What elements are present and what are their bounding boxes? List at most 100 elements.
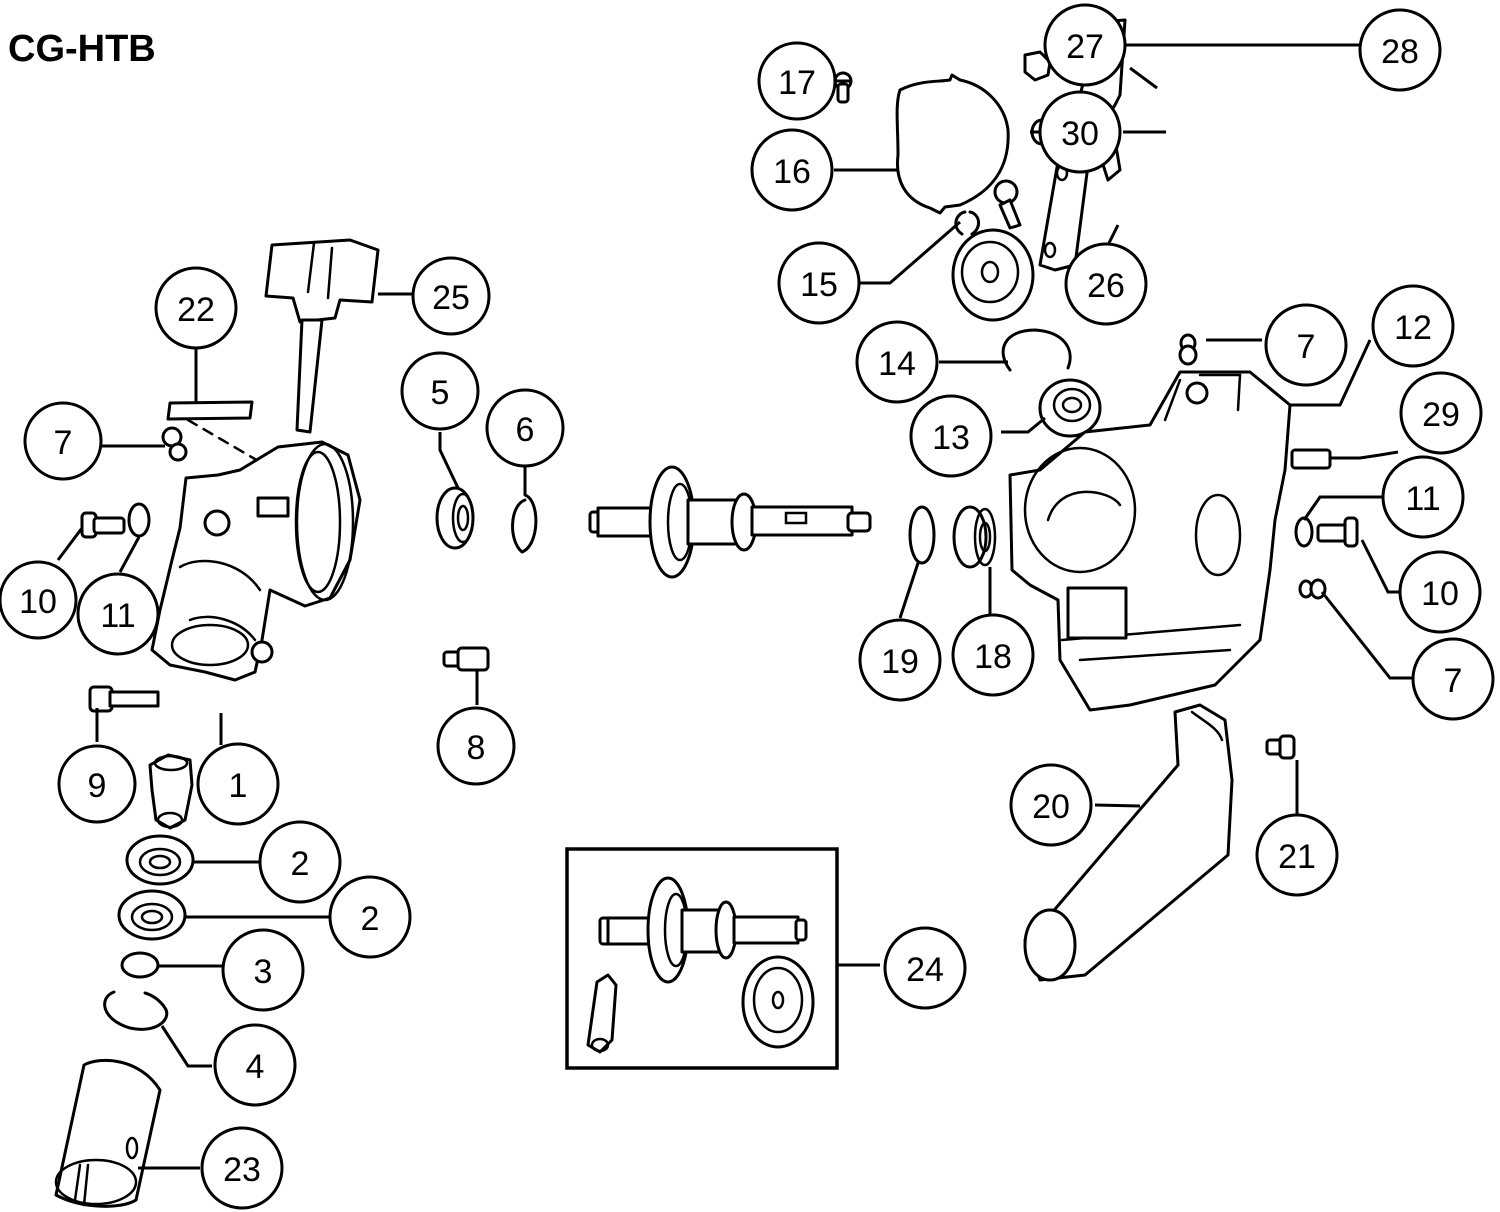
callout-label: 5 — [431, 374, 450, 412]
callout-26: 26 — [1064, 242, 1148, 326]
callout-2-lower: 2 — [328, 875, 412, 959]
callout-label: 7 — [54, 424, 73, 462]
callout-label: 20 — [1032, 788, 1070, 826]
callout-7-lower-right: 7 — [1411, 637, 1495, 721]
part-27-hex-nut — [1023, 50, 1052, 82]
callout-label: 25 — [432, 279, 470, 317]
part-3-o-ring — [120, 951, 160, 979]
callout-7-left: 7 — [23, 401, 103, 481]
part-2-bearing-lower — [117, 889, 187, 941]
callout-9: 9 — [57, 744, 137, 824]
part-1-gear-housing — [150, 440, 362, 682]
part-12-gear-case — [1008, 370, 1292, 712]
callout-8: 8 — [436, 706, 516, 786]
part-17-screw — [833, 71, 853, 104]
callout-29: 29 — [1399, 371, 1483, 455]
callout-11-right: 11 — [1381, 455, 1465, 539]
callout-10-right: 10 — [1398, 550, 1482, 634]
callout-label: 2 — [291, 845, 310, 883]
callout-27: 27 — [1043, 3, 1127, 87]
callout-15: 15 — [777, 241, 861, 325]
callout-label: 11 — [1405, 480, 1440, 518]
part-6-circlip — [511, 493, 538, 554]
callout-22: 22 — [154, 266, 238, 350]
callout-14: 14 — [855, 320, 939, 404]
callout-label: 15 — [800, 266, 838, 304]
callout-label: 23 — [223, 1151, 261, 1189]
callout-12: 12 — [1371, 284, 1455, 368]
part-21-screw — [1265, 734, 1296, 760]
part-15-e-clip — [954, 210, 980, 236]
callout-label: 29 — [1422, 396, 1460, 434]
callout-label: 19 — [881, 643, 919, 681]
part-24-kit-box — [565, 847, 839, 1070]
part-10-bolt-right — [1316, 516, 1359, 548]
callout-label: 3 — [254, 953, 273, 991]
callout-label: 10 — [19, 583, 57, 621]
callout-10-left: 10 — [0, 560, 78, 640]
part-20-guard-arm — [1023, 703, 1234, 982]
callout-11-left: 11 — [76, 572, 160, 656]
callout-19: 19 — [858, 618, 942, 702]
part-5-bearing — [435, 486, 475, 550]
callout-25: 25 — [411, 256, 491, 336]
callout-label: 26 — [1087, 267, 1125, 305]
bevel-gear-disk — [951, 228, 1035, 322]
part-16-cover-plate — [895, 73, 1010, 215]
callout-label: 13 — [932, 419, 970, 457]
callout-13: 13 — [909, 394, 993, 478]
part-19-circlip — [908, 505, 936, 565]
part-7-grease-nipple-lower — [1298, 578, 1327, 600]
callout-7-top-right: 7 — [1264, 303, 1348, 387]
callout-label: 1 — [229, 767, 248, 805]
callout-label: 2 — [361, 900, 380, 938]
part-22-key — [166, 400, 254, 421]
part-4-circlip — [103, 990, 169, 1031]
callout-label: 30 — [1061, 115, 1099, 153]
part-13-bearing — [1038, 378, 1102, 438]
part-23-sleeve-tube — [54, 1058, 162, 1208]
callout-24: 24 — [883, 926, 967, 1010]
pinion-shaft — [148, 753, 194, 830]
part-11-washer-left — [127, 502, 151, 538]
callout-label: 24 — [906, 951, 944, 989]
callout-label: 16 — [773, 153, 811, 191]
callout-label: 6 — [516, 411, 535, 449]
part-9-long-bolt — [88, 685, 160, 713]
part-7-small-bolt-left — [161, 426, 188, 462]
diagram-title: CG-HTB — [8, 28, 156, 70]
part-11-washer-right — [1294, 516, 1314, 548]
part-10-bolt-left — [80, 511, 126, 539]
callout-label: 12 — [1394, 309, 1432, 347]
callout-3: 3 — [221, 928, 305, 1012]
callout-label: 9 — [88, 767, 107, 805]
callout-label: 17 — [778, 64, 816, 102]
part-18-bearing — [952, 505, 997, 569]
callout-label: 8 — [467, 729, 486, 767]
part-7-grease-nipple-top — [1178, 333, 1198, 366]
callout-label: 10 — [1421, 575, 1459, 613]
part-25-t-handle-knob — [264, 238, 380, 434]
callout-17: 17 — [757, 41, 837, 121]
main-shaft-gear — [588, 465, 872, 579]
part-29-pin — [1290, 448, 1332, 470]
callout-label: 28 — [1381, 33, 1419, 71]
callout-label: 18 — [974, 638, 1012, 676]
callout-18: 18 — [951, 613, 1035, 697]
part-2-bearing-upper — [125, 834, 195, 886]
callout-16: 16 — [750, 128, 834, 212]
callout-label: 22 — [177, 291, 215, 329]
callout-label: 27 — [1066, 28, 1104, 66]
callout-6: 6 — [485, 388, 565, 468]
part-22-guide-line — [186, 418, 262, 464]
callout-21: 21 — [1255, 813, 1339, 897]
callout-23: 23 — [200, 1126, 284, 1210]
callout-1: 1 — [196, 742, 280, 826]
callout-28: 28 — [1358, 8, 1442, 92]
part-14-circlip — [1001, 328, 1072, 372]
callout-2-upper: 2 — [258, 820, 342, 904]
callout-20: 20 — [1009, 763, 1093, 847]
callout-5: 5 — [400, 351, 480, 431]
callout-label: 7 — [1297, 328, 1316, 366]
callout-label: 14 — [878, 345, 916, 383]
